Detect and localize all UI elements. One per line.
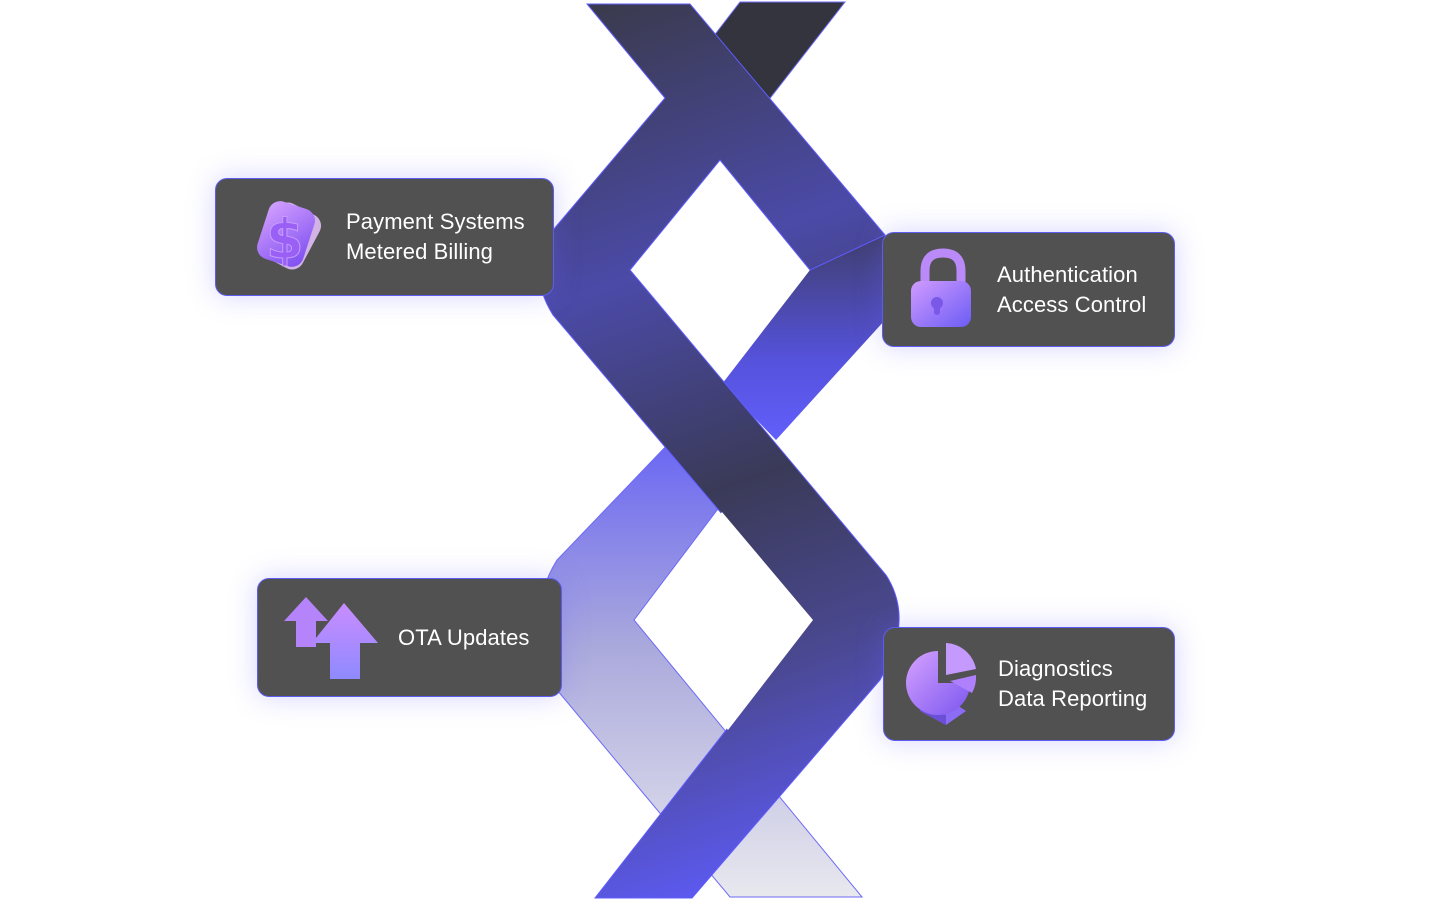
- authentication-card: Authentication Access Control: [882, 232, 1175, 347]
- feature-title: Diagnostics: [998, 654, 1147, 684]
- feature-title: Authentication: [997, 260, 1146, 290]
- pie-chart-icon: [906, 641, 978, 727]
- diagnostics-card: Diagnostics Data Reporting: [883, 627, 1175, 741]
- feature-subtitle: Metered Billing: [346, 237, 525, 267]
- svg-text:$: $: [266, 208, 304, 271]
- upload-arrows-icon: [284, 595, 382, 681]
- feature-title: Payment Systems: [346, 207, 525, 237]
- payment-systems-card: $ Payment Systems Metered Billing: [215, 178, 554, 296]
- feature-title: OTA Updates: [398, 623, 530, 653]
- ota-updates-card: OTA Updates: [257, 578, 562, 697]
- ribbon-strand-main: [539, 4, 899, 898]
- feature-subtitle: Data Reporting: [998, 684, 1147, 714]
- dollar-cards-icon: $: [244, 196, 326, 278]
- padlock-icon: [905, 247, 977, 333]
- feature-subtitle: Access Control: [997, 290, 1146, 320]
